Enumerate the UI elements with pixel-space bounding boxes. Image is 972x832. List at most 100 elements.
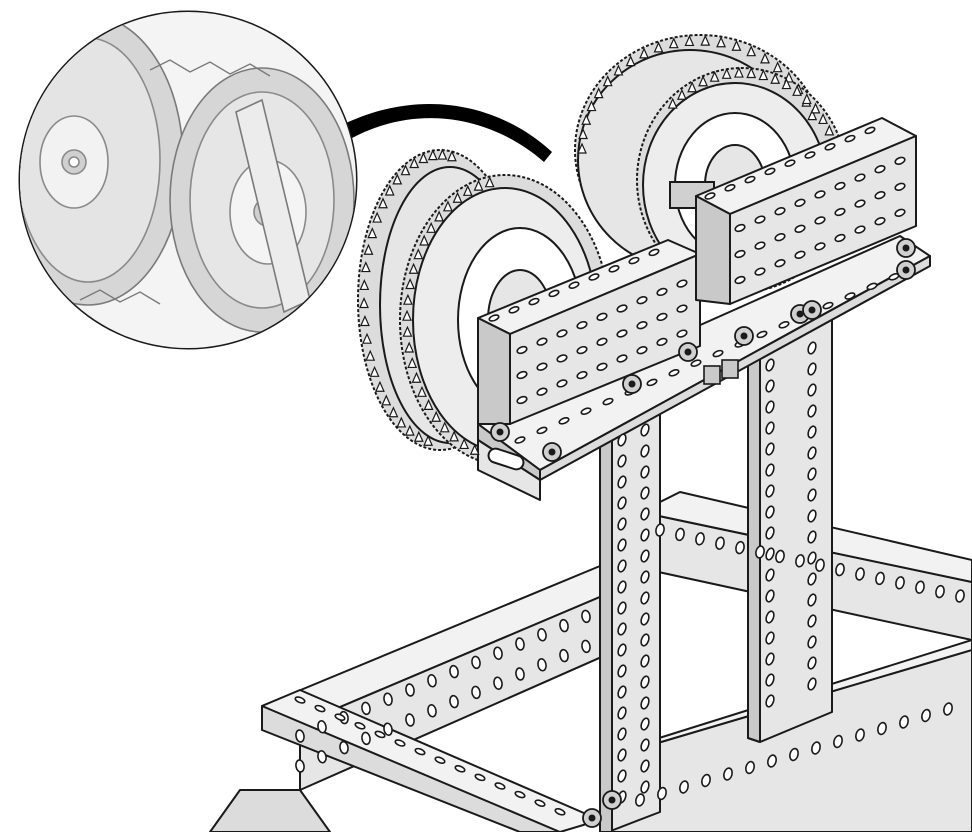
mounting-hole bbox=[814, 216, 826, 225]
mounting-hole bbox=[875, 571, 885, 586]
screw-socket bbox=[808, 306, 816, 314]
spike bbox=[449, 430, 460, 442]
mounting-hole bbox=[765, 631, 775, 645]
mounting-hole bbox=[807, 488, 817, 502]
mounting-hole bbox=[617, 601, 627, 615]
button-head-screws bbox=[490, 238, 916, 828]
mounting-hole bbox=[314, 704, 326, 713]
spike bbox=[698, 75, 709, 87]
mounting-hole bbox=[317, 720, 327, 734]
magnified-wheel-detail bbox=[18, 10, 358, 350]
mounting-hole bbox=[617, 748, 627, 762]
mounting-hole bbox=[822, 301, 834, 310]
mounting-hole bbox=[668, 369, 680, 377]
mounting-hole bbox=[548, 289, 560, 298]
mounting-hole bbox=[656, 312, 668, 322]
mounting-hole bbox=[834, 181, 846, 191]
mounting-hole bbox=[656, 337, 668, 347]
mounting-hole bbox=[493, 676, 503, 690]
spike bbox=[781, 78, 792, 90]
mounting-hole bbox=[559, 618, 569, 633]
mounting-hole bbox=[807, 404, 817, 418]
mounting-hole bbox=[807, 467, 817, 481]
spike bbox=[407, 356, 418, 369]
mounting-hole bbox=[636, 321, 648, 330]
mounting-hole bbox=[833, 734, 843, 749]
spike bbox=[405, 278, 416, 290]
mounting-hole bbox=[640, 738, 650, 752]
mounting-hole bbox=[556, 329, 568, 338]
spike bbox=[653, 41, 664, 53]
mounting-hole bbox=[434, 756, 446, 764]
mounting-hole bbox=[676, 279, 688, 288]
spike bbox=[426, 221, 437, 233]
wheel-spikes bbox=[359, 34, 835, 455]
mounting-hole bbox=[774, 259, 786, 268]
mounting-hole bbox=[617, 433, 627, 447]
mounting-hole bbox=[734, 223, 746, 233]
mounting-hole bbox=[361, 701, 371, 716]
mounting-hole bbox=[765, 547, 775, 561]
mounting-hole bbox=[765, 568, 775, 582]
screw-socket bbox=[740, 332, 748, 340]
left-vertical-channel bbox=[599, 395, 661, 832]
mounting-hole bbox=[556, 379, 568, 388]
spike bbox=[360, 315, 370, 327]
mounting-hole bbox=[508, 306, 520, 314]
spike bbox=[365, 349, 376, 361]
spike bbox=[396, 416, 407, 428]
mounting-hole bbox=[778, 321, 790, 329]
mounting-hole bbox=[640, 759, 650, 773]
mounting-hole bbox=[704, 192, 716, 200]
spike bbox=[413, 248, 424, 260]
spike bbox=[818, 112, 828, 125]
mounting-hole bbox=[354, 722, 366, 730]
mounting-hole bbox=[640, 633, 650, 647]
mounting-hole bbox=[695, 532, 705, 546]
spike bbox=[639, 47, 650, 59]
spike bbox=[687, 81, 698, 93]
spike bbox=[402, 293, 413, 305]
mounting-hole bbox=[734, 275, 746, 285]
mounting-hole bbox=[617, 769, 627, 783]
mounting-hole bbox=[835, 562, 845, 577]
mounting-hole bbox=[676, 329, 688, 338]
spike bbox=[446, 150, 457, 162]
mounting-hole bbox=[807, 530, 817, 544]
mounting-hole bbox=[581, 639, 591, 654]
spike bbox=[417, 385, 427, 397]
spike bbox=[733, 66, 744, 78]
mounting-hole bbox=[765, 505, 775, 519]
mounting-hole bbox=[744, 175, 756, 184]
mounting-hole bbox=[754, 267, 766, 276]
mounting-hole bbox=[640, 507, 650, 521]
mounting-hole bbox=[834, 233, 846, 243]
mounting-hole bbox=[537, 628, 547, 642]
mounting-hole bbox=[640, 570, 650, 584]
mounting-hole bbox=[537, 658, 547, 672]
spike bbox=[810, 102, 821, 114]
mounting-hole bbox=[765, 358, 775, 372]
mounting-hole bbox=[866, 282, 878, 291]
mounting-hole bbox=[794, 198, 806, 207]
spike bbox=[360, 261, 371, 273]
mounting-hole bbox=[915, 580, 925, 594]
mounting-hole bbox=[427, 674, 437, 688]
spike bbox=[363, 243, 374, 255]
spike bbox=[413, 430, 424, 442]
mounting-hole bbox=[617, 475, 627, 489]
mounting-hole bbox=[765, 442, 775, 456]
spike bbox=[378, 197, 388, 209]
mounting-hole bbox=[383, 722, 393, 736]
mounting-hole bbox=[765, 610, 775, 624]
mounting-hole bbox=[617, 559, 627, 573]
mounting-hole bbox=[701, 773, 711, 788]
mounting-hole bbox=[735, 540, 745, 555]
mounting-hole bbox=[895, 576, 905, 590]
mounting-hole bbox=[657, 786, 667, 801]
mounting-hole bbox=[676, 304, 688, 313]
mounting-hole bbox=[899, 715, 909, 729]
mounting-hole bbox=[723, 767, 733, 781]
spike bbox=[434, 210, 445, 222]
mounting-hole bbox=[734, 249, 746, 259]
